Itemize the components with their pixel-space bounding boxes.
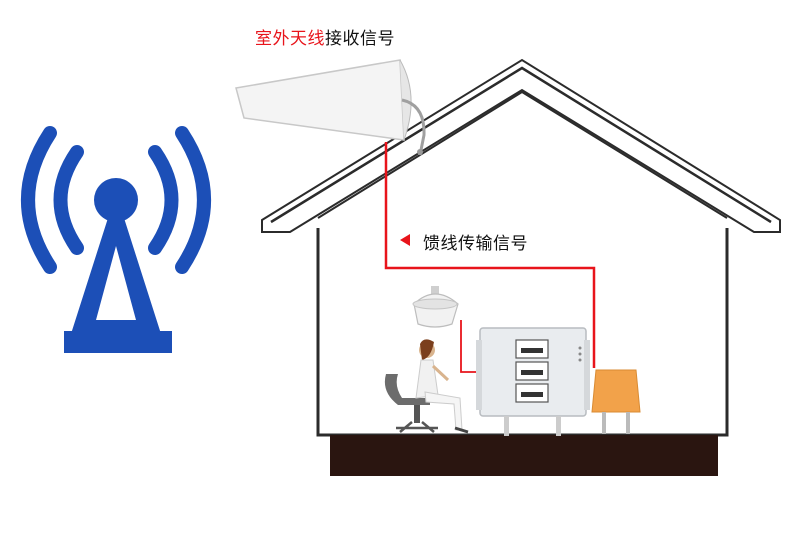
feeder-line-label: 馈线传输信号 bbox=[423, 234, 528, 254]
signal-direction-arrow-icon bbox=[400, 234, 410, 246]
outdoor-antenna-label-red: 室外天线 bbox=[255, 29, 325, 49]
outdoor-antenna-label: 室外天线接收信号 bbox=[255, 29, 395, 49]
outdoor-antenna-label-black: 接收信号 bbox=[325, 29, 395, 49]
signal-repeater-icon bbox=[476, 327, 590, 436]
signal-tower-icon bbox=[21, 126, 211, 353]
ceiling-antenna-icon bbox=[412, 286, 459, 328]
house-floor bbox=[330, 435, 718, 476]
log-periodic-antenna-icon bbox=[235, 59, 426, 156]
feeder-cable bbox=[384, 142, 596, 373]
house-roof bbox=[261, 58, 781, 233]
person-in-chair bbox=[384, 339, 469, 434]
side-table bbox=[591, 369, 641, 434]
